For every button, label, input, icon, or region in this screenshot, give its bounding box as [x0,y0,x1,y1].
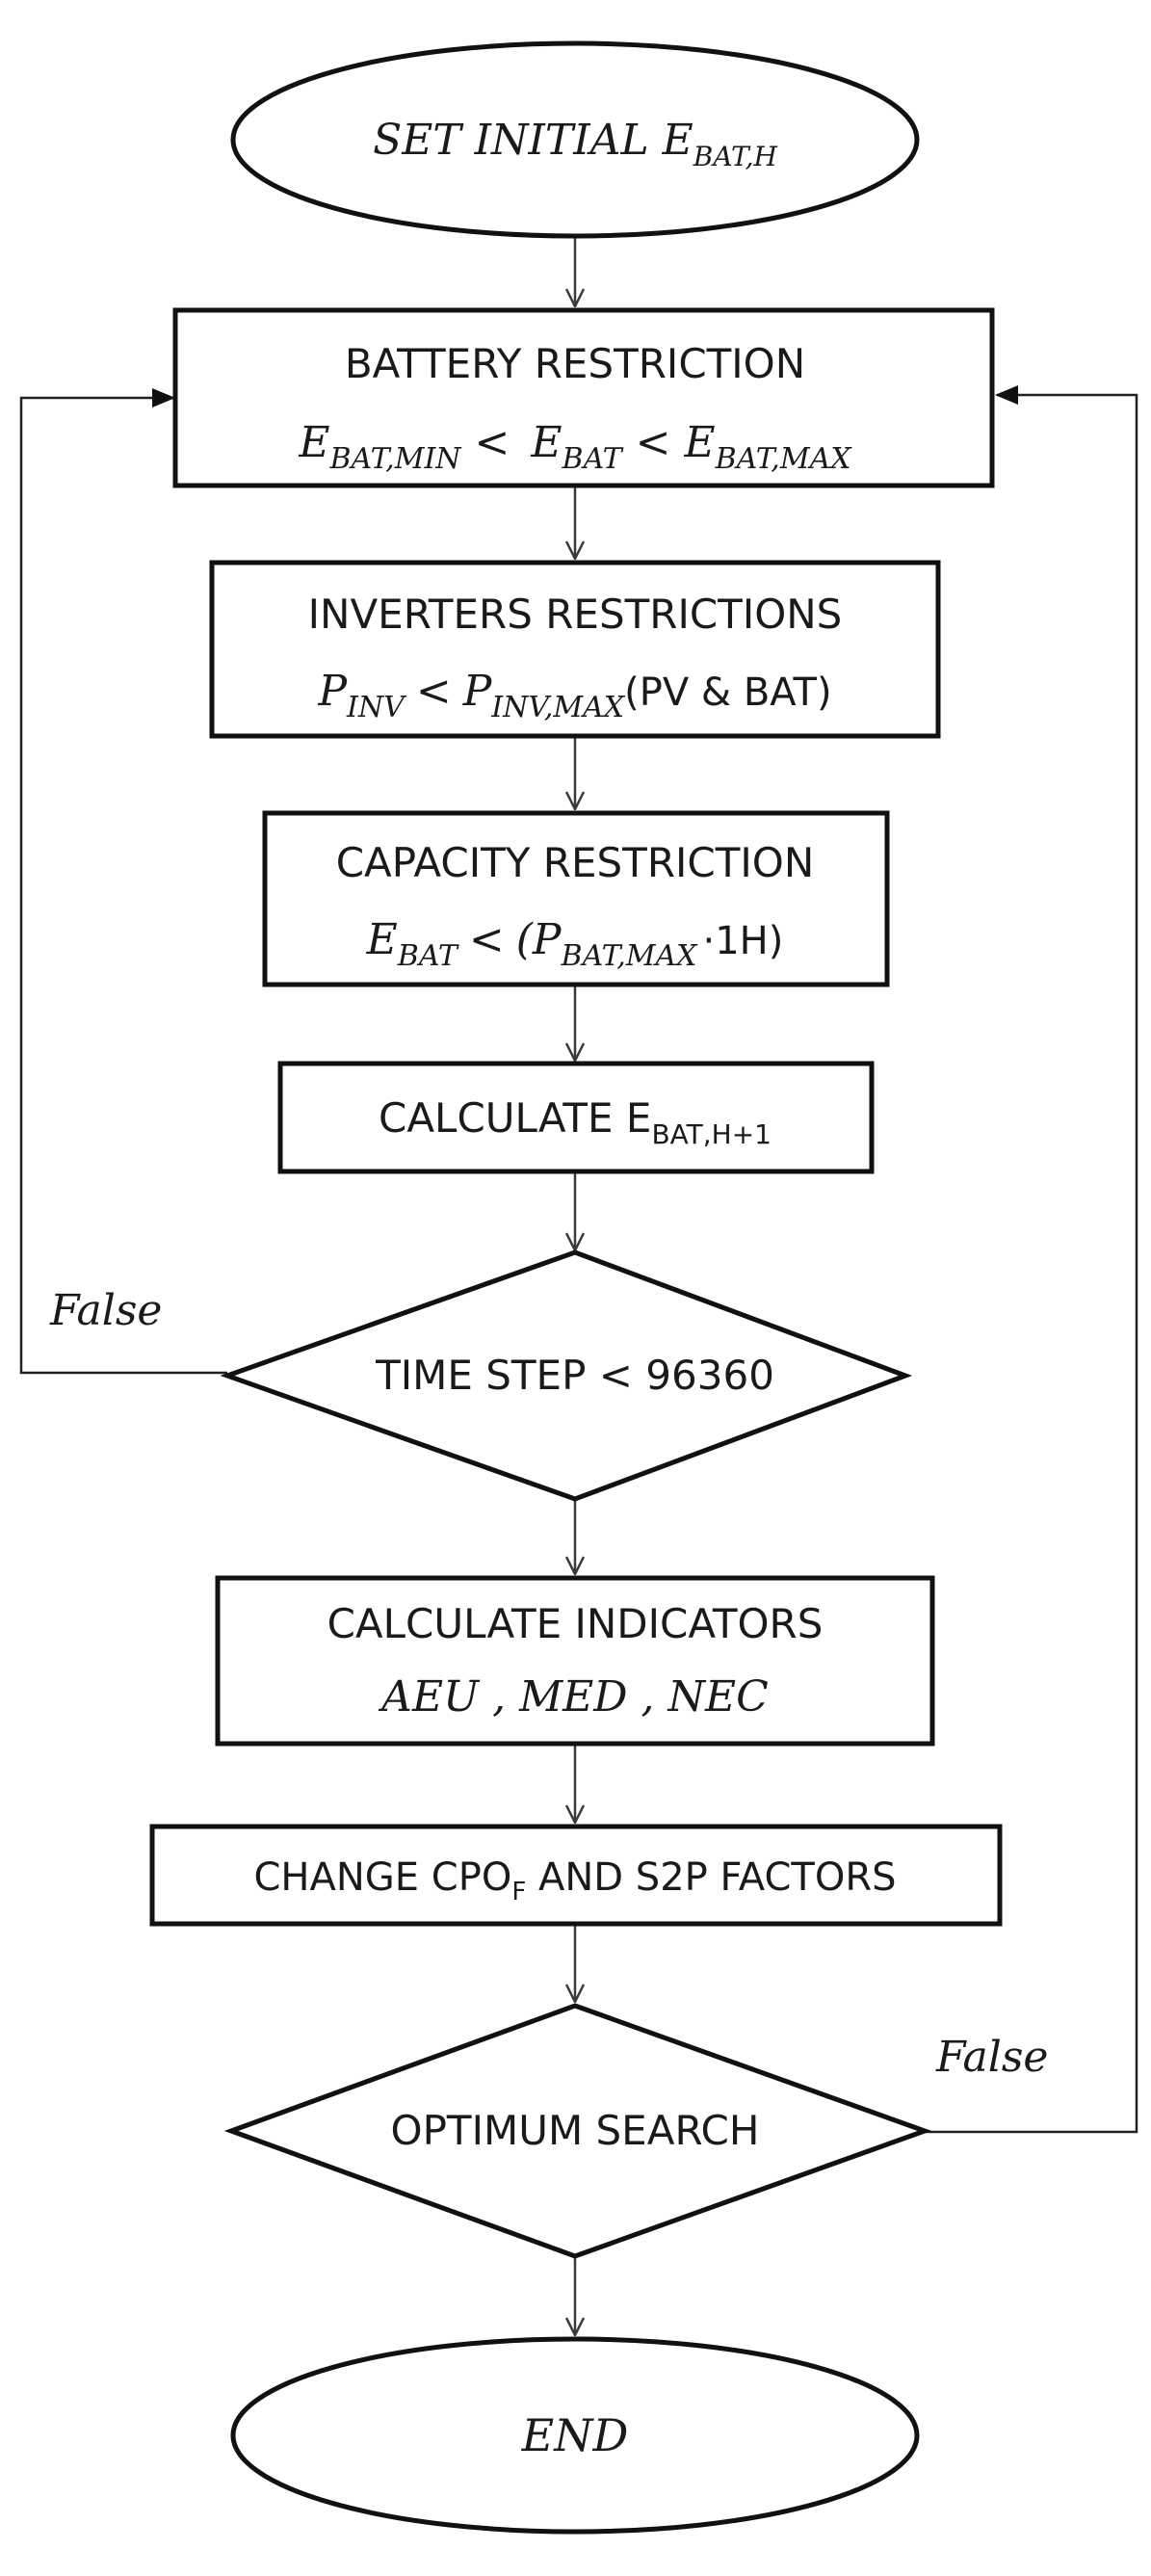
calculate-indicators-box: CALCULATE INDICATORS AEU , MED , NEC [215,1575,935,1747]
battery-restriction-title: BATTERY RESTRICTION [345,340,805,387]
start-label-subscript: BAT,H [693,141,778,172]
change-factors-box: CHANGE CPOF AND S2P FACTORS [149,1824,1003,1927]
capacity-restriction-formula: EBAT<(PBAT,MAX·1H) [366,915,784,973]
start-node: SET INITIAL EBAT,H [230,40,920,239]
svg-text:SET INITIAL EBAT,H: SET INITIAL EBAT,H [373,116,777,172]
calculate-indicators-title: CALCULATE INDICATORS [327,1600,824,1647]
start-label: SET INITIAL E [373,116,693,165]
inverters-restrictions-title: INVERTERS RESTRICTIONS [308,591,843,638]
arrow-false-loop-right [925,385,1138,2134]
capacity-restriction-box: CAPACITY RESTRICTION EBAT<(PBAT,MAX·1H) [262,810,890,987]
inverters-restrictions-formula: PINV<PINV,MAX(PV & BAT) [317,667,831,724]
capacity-restriction-title: CAPACITY RESTRICTION [336,839,815,886]
inverters-restrictions-box: INVERTERS RESTRICTIONS PINV<PINV,MAX(PV … [209,560,941,739]
optimum-search-label: OPTIMUM SEARCH [391,2107,760,2154]
time-step-label: TIME STEP < 96360 [375,1352,774,1399]
false-label-right: False [935,2033,1048,2082]
change-factors-label: CHANGE CPOF AND S2P FACTORS [254,1855,897,1906]
calculate-ebat-box: CALCULATE EBAT,H+1 [277,1061,875,1174]
battery-restriction-formula: EBAT,MIN<EBAT<EBAT,MAX [298,418,852,476]
battery-restriction-box: BATTERY RESTRICTION EBAT,MIN<EBAT<EBAT,M… [172,307,995,488]
calculate-ebat-label: CALCULATE EBAT,H+1 [379,1094,772,1150]
calculate-indicators-list: AEU , MED , NEC [378,1672,769,1722]
time-step-decision: TIME STEP < 96360 [220,1249,913,1502]
false-label-left: False [49,1286,162,1335]
end-node: END [230,2336,920,2535]
optimum-search-decision: OPTIMUM SEARCH [223,2003,932,2259]
arrow-false-loop-left [19,388,227,1375]
end-label: END [521,2409,629,2461]
